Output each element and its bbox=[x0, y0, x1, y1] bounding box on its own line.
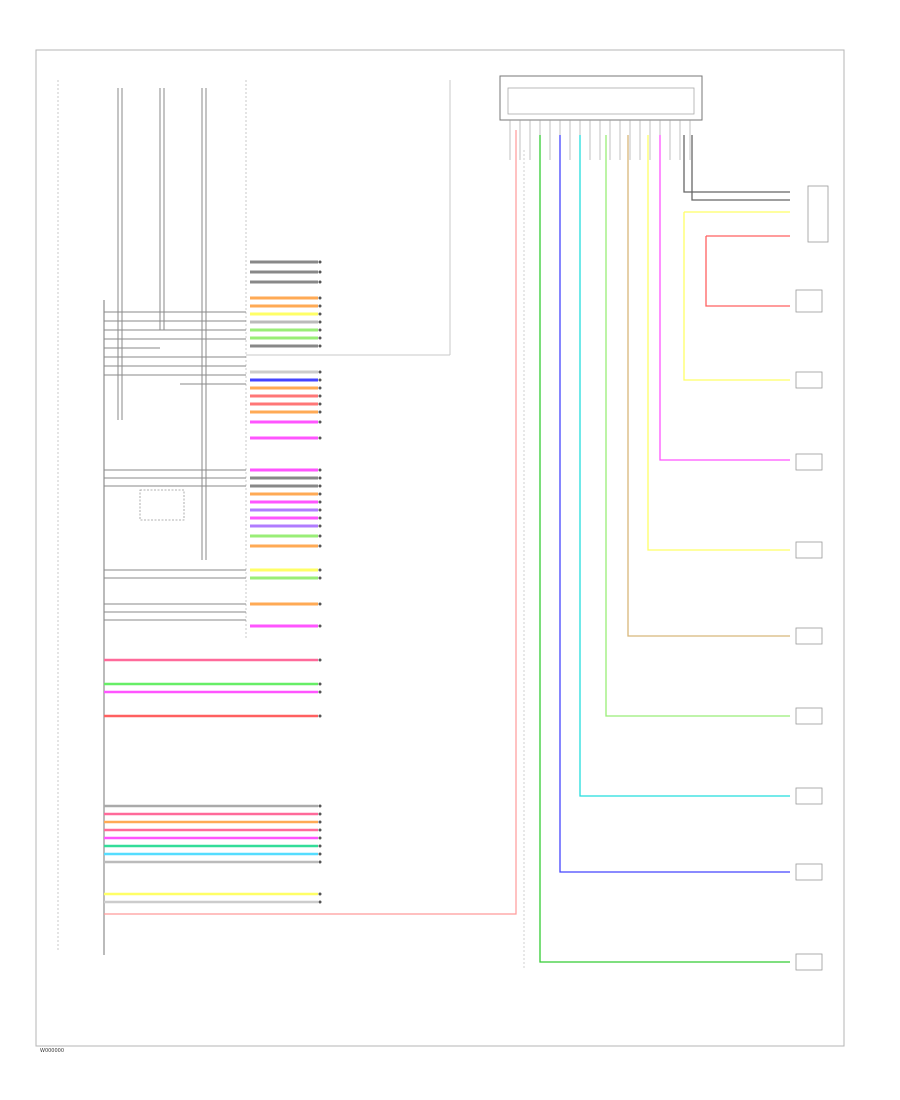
center-wire-stubs bbox=[250, 260, 318, 628]
right-vertical-wires bbox=[539, 135, 790, 963]
right-components bbox=[795, 185, 829, 971]
left-long-wires bbox=[104, 658, 318, 904]
left-gray-wires bbox=[104, 311, 246, 621]
diagram-frame bbox=[35, 49, 845, 1047]
relay-box bbox=[139, 489, 185, 521]
diagram-code: W000000 bbox=[40, 1048, 64, 1054]
red-wire-to-connector bbox=[104, 130, 517, 915]
top-right-connector-inner bbox=[507, 87, 695, 115]
connector-pins bbox=[509, 120, 691, 160]
terminal-dots bbox=[318, 260, 322, 904]
top-right-connector bbox=[499, 75, 703, 121]
